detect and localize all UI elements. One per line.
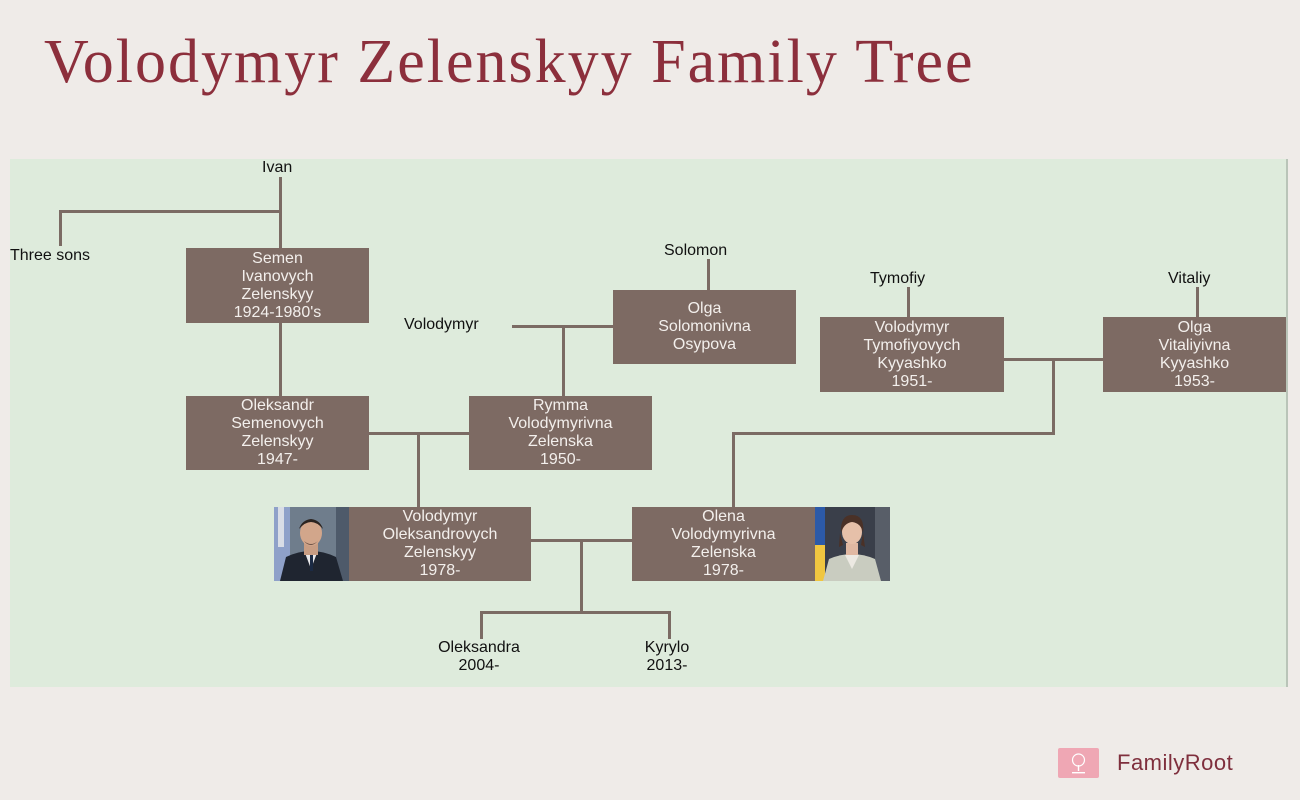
person-box-oleksandr: Oleksandr Semenovych Zelenskyy 1947- [186,396,369,470]
volodymyr-portrait-photo [274,507,349,581]
person-box-semen: Semen Ivanovych Zelenskyy 1924-1980's [186,248,369,323]
person-surname: Zelenskyy [403,544,477,561]
person-years: 2013- [646,657,688,674]
olena-portrait-photo [815,507,890,581]
person-surname: Zelenska [691,544,756,561]
person-given-name: Semen [252,249,303,267]
person-tymofiy: Tymofiy [870,270,926,287]
person-kyrylo: Kyrylo 2013- [628,639,706,675]
person-surname: Osypova [672,336,737,353]
person-box-olga-kyyashko: Olga Vitaliyivna Kyyashko 1953- [1103,317,1286,392]
man-portrait-icon [274,507,349,581]
person-patronymic: Oleksandrovych [382,526,498,543]
person-box-rymma: Rymma Volodymyrivna Zelenska 1950- [469,396,652,470]
person-years: 1947- [257,451,298,468]
person-years: 1924-1980's [233,303,322,321]
person-surname: Zelenskyy [241,433,314,450]
person-years: 1953- [1174,372,1215,390]
person-surname: Zelenska [528,433,593,450]
person-given-name: Volodymyr [874,318,950,336]
person-surname: Zelenskyy [241,285,314,303]
person-surname: Kyyashko [877,354,947,372]
person-volodymyr-grandfather: Volodymyr [404,316,479,333]
woman-portrait-icon [815,507,890,581]
person-patronymic: Volodymyrivna [508,415,613,432]
person-box-olena: Olena Volodymyrivna Zelenska 1978- [632,507,815,581]
person-years: 1950- [540,451,581,468]
person-years: 1978- [419,562,461,579]
person-three-sons: Three sons [10,247,91,264]
person-given-name: Olga [1177,318,1212,336]
person-box-volodymyr-kyyashko: Volodymyr Tymofiyovych Kyyashko 1951- [820,317,1004,392]
person-given-name: Olga [687,300,722,317]
person-box-volodymyr-zelenskyy: Volodymyr Oleksandrovych Zelenskyy 1978- [349,507,531,581]
person-given-name: Volodymyr [402,508,478,525]
person-given-name: Rymma [532,397,589,414]
person-patronymic: Volodymyrivna [671,526,776,543]
person-name: Kyrylo [644,639,690,656]
person-years: 2004- [458,657,500,674]
person-surname: Kyyashko [1159,354,1230,372]
person-patronymic: Semenovych [231,415,324,432]
person-vitaliy: Vitaliy [1168,270,1211,287]
person-ivan: Ivan [262,159,293,176]
person-patronymic: Ivanovych [241,267,314,285]
person-oleksandra: Oleksandra 2004- [422,639,536,675]
person-box-olga-osypova: Olga Solomonivna Osypova [613,290,796,364]
brand-name: FamilyRoot [1117,750,1234,775]
person-name: Oleksandra [438,639,520,656]
person-patronymic: Vitaliyivna [1158,336,1231,354]
page-title: Volodymyr Zelenskyy Family Tree [44,28,975,96]
person-patronymic: Solomonivna [658,318,751,335]
tree-logo-icon [1058,748,1099,778]
person-years: 1978- [703,562,744,579]
person-patronymic: Tymofiyovych [863,336,961,354]
person-given-name: Olena [702,508,745,525]
person-years: 1951- [891,372,933,390]
person-given-name: Oleksandr [241,397,314,414]
person-solomon: Solomon [664,242,728,259]
